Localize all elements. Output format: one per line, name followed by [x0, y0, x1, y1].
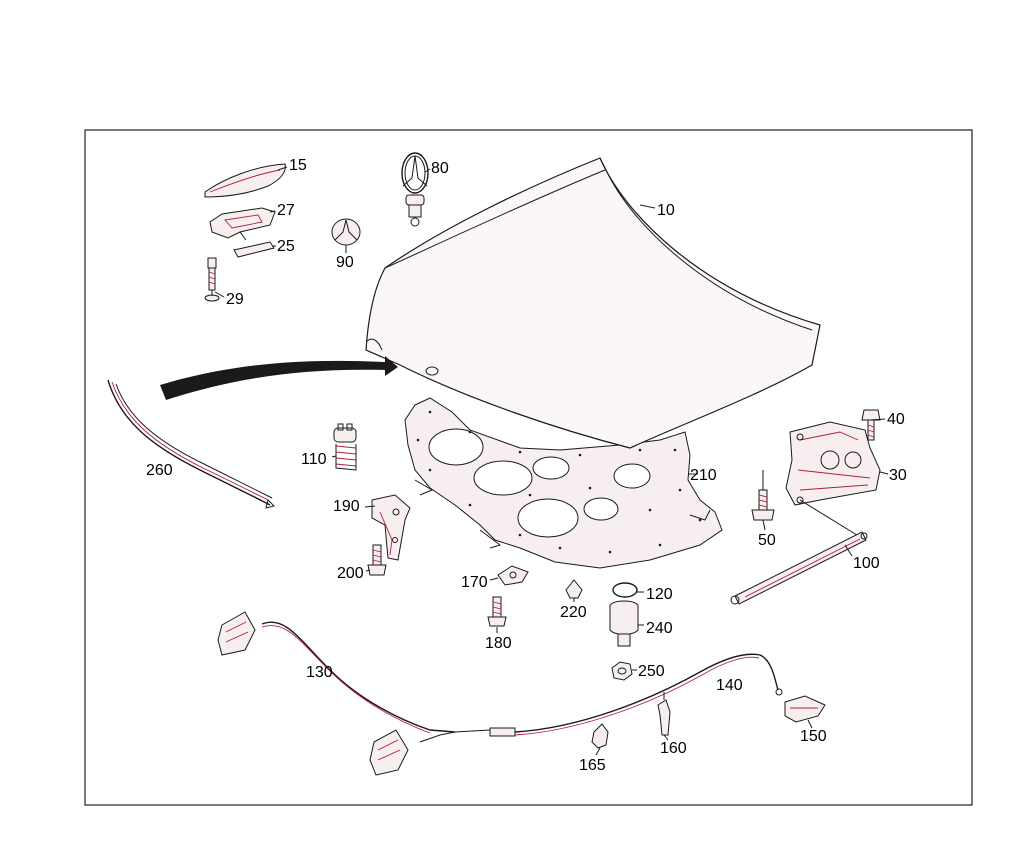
callout-110: 110: [301, 451, 327, 468]
part-250-nut: [611, 661, 633, 681]
callout-165: 165: [579, 757, 606, 774]
part-25-strip: [233, 241, 275, 258]
callout-27: 27: [277, 202, 295, 219]
callout-260: 260: [146, 462, 173, 479]
part-220-clip: [565, 579, 583, 599]
callout-170: 170: [461, 574, 488, 591]
callout-40: 40: [887, 411, 905, 428]
callout-25: 25: [277, 238, 295, 255]
part-30-hood-latch: [785, 421, 881, 541]
hood-panel: [365, 157, 821, 449]
callout-150: 150: [800, 728, 827, 745]
part-165-clip: [591, 723, 609, 749]
part-100-gas-strut: [730, 531, 868, 605]
diagram-frame: [84, 129, 973, 806]
part-90-star-badge: [331, 218, 361, 246]
callout-210: 210: [690, 467, 717, 484]
callout-200: 200: [337, 565, 364, 582]
pointer-arrow: [160, 356, 398, 400]
part-29-bolt: [204, 257, 220, 302]
part-110-spring: [333, 423, 357, 471]
callout-130: 130: [306, 664, 333, 681]
callout-80: 80: [431, 160, 449, 177]
part-260-seal-strip: [107, 379, 275, 509]
part-80-star-emblem: [401, 152, 429, 227]
part-160-clip: [657, 692, 671, 736]
callout-15: 15: [289, 157, 307, 174]
callout-190: 190: [333, 498, 360, 515]
leader-lines: [214, 166, 889, 756]
callout-100: 100: [853, 555, 880, 572]
callout-180: 180: [485, 635, 512, 652]
insulation-mat: [404, 397, 723, 569]
part-170-clip: [497, 565, 529, 586]
callout-10: 10: [657, 202, 675, 219]
part-50-bolt: [751, 470, 775, 521]
part-27-bracket: [209, 207, 276, 241]
part-130-release-handle-upper: [217, 611, 256, 656]
callout-220: 220: [560, 604, 587, 621]
callout-250: 250: [638, 663, 665, 680]
callout-120: 120: [646, 586, 673, 603]
callout-50: 50: [758, 532, 776, 549]
part-190-hinge-bracket: [371, 494, 411, 561]
callout-90: 90: [336, 254, 354, 271]
callout-30: 30: [889, 467, 907, 484]
part-130-release-handle-lower: [369, 729, 409, 776]
callout-140: 140: [716, 677, 743, 694]
part-15-trim-cover: [204, 163, 286, 198]
part-180-bolt: [487, 596, 507, 627]
part-40-bolt: [861, 409, 881, 441]
part-120-o-ring: [612, 582, 638, 598]
part-150-cable-bracket: [784, 695, 826, 723]
part-200-bolt: [367, 544, 387, 576]
part-240-bump-stop: [609, 600, 639, 647]
part-130-release-cable: [261, 621, 516, 743]
callout-160: 160: [660, 740, 687, 757]
part-140-release-cable: [514, 653, 783, 736]
callout-240: 240: [646, 620, 673, 637]
callout-29: 29: [226, 291, 244, 308]
